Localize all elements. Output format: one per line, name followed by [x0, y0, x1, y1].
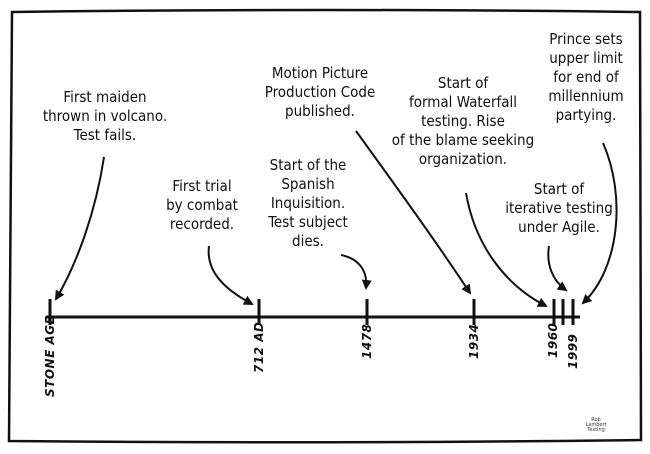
arrow-1999-agile: [547, 245, 568, 292]
arrow-1999: [581, 142, 618, 305]
arrow-1960: [465, 192, 548, 307]
note-1999-agile: Start of iterative testing under Agile.: [505, 180, 613, 236]
note-1960: Start of formal Waterfall testing. Rise …: [391, 74, 535, 168]
date-label-1960: 1960: [546, 322, 560, 358]
arrow-1478: [340, 254, 372, 290]
note-1478: Start of the Spanish Inquisition. Test s…: [268, 156, 348, 250]
date-label-712-ad: 712 AD: [252, 321, 266, 373]
note-712-ad: First trial by combat recorded.: [166, 177, 238, 233]
note-1934: Motion Picture Production Code published…: [264, 64, 376, 120]
arrow-stone-age: [54, 156, 105, 301]
arrow-1934: [355, 130, 472, 295]
date-label-1934: 1934: [467, 323, 481, 359]
artist-signature: Rob Lambert Testing: [585, 417, 607, 433]
note-stone-age: First maiden thrown in volcano. Test fai…: [42, 88, 168, 144]
panel-border: [7, 8, 643, 444]
note-1999: Prince sets upper limit for end of mille…: [548, 30, 624, 124]
date-label-1999: 1999: [566, 333, 580, 369]
date-label-stone-age: STONE AGE: [43, 315, 57, 397]
date-label-1478: 1478: [360, 323, 374, 359]
arrow-712-ad: [207, 245, 254, 305]
